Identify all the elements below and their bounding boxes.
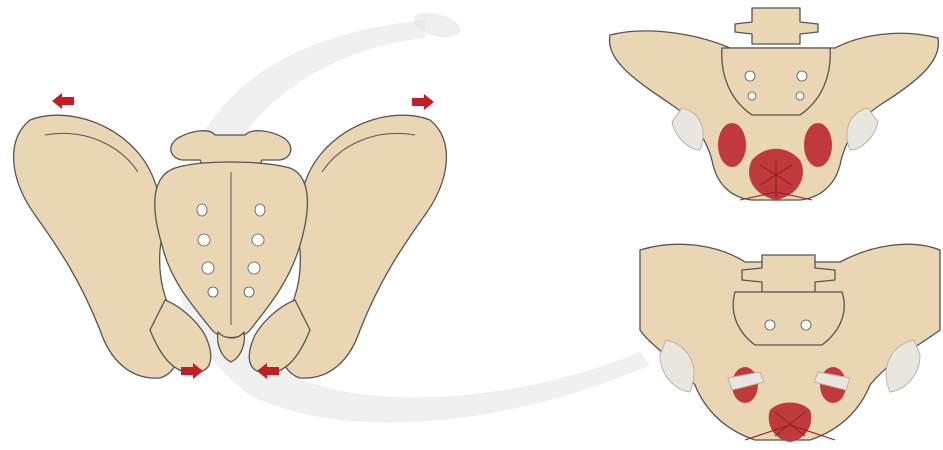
pelvis-anterior-view-bottom [640,244,940,442]
foramen [248,262,260,274]
foramen [255,204,265,216]
arrow-upper-right [412,94,434,110]
sacrum-top [733,292,844,345]
obturator-muscle-left [718,123,746,167]
foramen [765,320,775,330]
foramen [801,320,811,330]
foramen [745,71,755,81]
foramen [197,204,207,216]
foramen [796,92,804,100]
foramen [797,71,807,81]
foramen [748,92,756,100]
pelvis-posterior-view [14,115,447,378]
foramen [244,287,254,297]
pelvis-anterior-view-top [609,8,938,200]
foramen [202,262,214,274]
obturator-muscle-right [804,123,832,167]
vertebra-top [735,8,818,44]
arrow-upper-left [52,93,74,109]
foramen [198,234,210,246]
foramen [208,287,218,297]
foramen [252,234,264,246]
